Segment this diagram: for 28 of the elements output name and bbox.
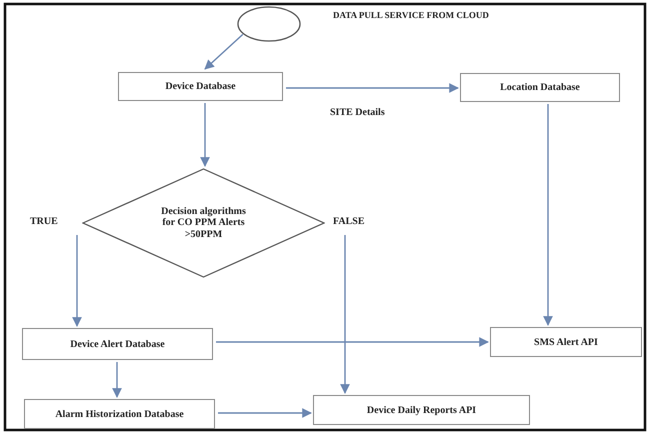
arrow (340, 235, 350, 394)
edge-label: TRUE (30, 216, 58, 227)
diagram-title: DATA PULL SERVICE FROM CLOUD (333, 10, 489, 20)
arrow (286, 83, 459, 93)
arrow (204, 34, 244, 70)
decision-diamond (82, 168, 325, 278)
arrow (218, 408, 312, 418)
arrow (72, 235, 82, 327)
arrow (216, 337, 489, 347)
box-label: SMS Alert API (534, 336, 598, 348)
arrow (112, 362, 122, 398)
box-label: Alarm Historization Database (55, 408, 184, 420)
decision-text: Decision algorithms for CO PPM Alerts >50PPM (160, 206, 247, 240)
process-box (490, 327, 642, 357)
process-box (313, 395, 530, 425)
arrow (543, 104, 553, 326)
box-label: Device Daily Reports API (366, 404, 476, 416)
box-label: Location Database (500, 82, 580, 93)
start-circle (237, 6, 301, 42)
box-label: Device Database (165, 81, 236, 92)
box-label: Device Alert Database (70, 338, 165, 350)
edge-label: SITE Details (330, 107, 385, 118)
process-box (460, 73, 620, 102)
process-box (24, 399, 215, 429)
arrow (200, 103, 210, 167)
process-box (118, 72, 283, 101)
edge-label: FALSE (333, 216, 364, 227)
process-box (22, 328, 213, 360)
